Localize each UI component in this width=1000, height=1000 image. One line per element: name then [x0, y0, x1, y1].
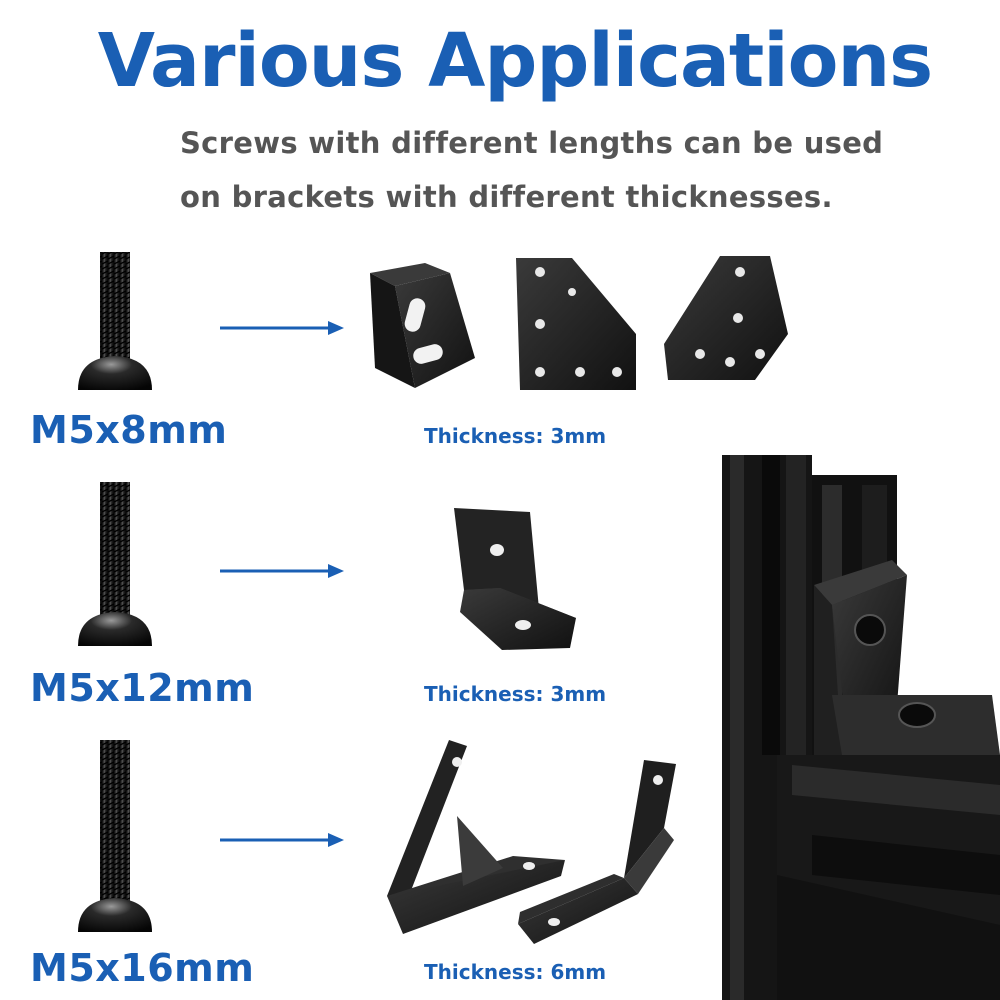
- subtitle-line-2: on brackets with different thicknesses.: [180, 180, 833, 214]
- screw-label-m5x12: M5x12mm: [30, 666, 255, 710]
- extrusion-assembly-image: [722, 455, 1000, 1000]
- corner-bracket-image: [370, 263, 475, 388]
- square-plate-image: [516, 258, 636, 390]
- screw-label-m5x16: M5x16mm: [30, 946, 255, 990]
- angled-bracket-image: [518, 760, 676, 944]
- angled-bracket-image: [387, 740, 565, 934]
- pentagon-plate-image: [664, 256, 788, 380]
- screw-m5x12-image: [78, 482, 152, 646]
- screw-m5x16-image: [78, 740, 152, 932]
- thickness-label-row2: Thickness: 3mm: [424, 682, 607, 706]
- subtitle-line-1: Screws with different lengths can be use…: [180, 126, 884, 160]
- screw-label-m5x8: M5x8mm: [30, 408, 228, 452]
- arrow-right-icon: [220, 833, 344, 847]
- thickness-label-row3: Thickness: 6mm: [424, 960, 607, 984]
- screw-m5x8-image: [78, 252, 152, 390]
- page-title: Various Applications: [97, 18, 933, 104]
- l-bracket-image: [454, 508, 576, 650]
- arrow-right-icon: [220, 321, 344, 335]
- thickness-label-row1: Thickness: 3mm: [424, 424, 607, 448]
- arrow-right-icon: [220, 564, 344, 578]
